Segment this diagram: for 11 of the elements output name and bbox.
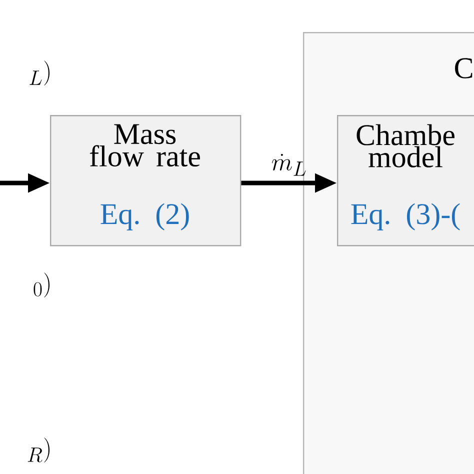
panel-title: C: [455, 58, 472, 78]
box-title: Chambe model: [356, 124, 454, 168]
box-title: Mass flow rate: [90, 124, 200, 167]
equation-reference: Eq. (3)-(: [351, 203, 460, 230]
process-box: [50, 115, 242, 246]
equation-reference: Eq. (2): [100, 203, 189, 230]
variable-label: $_0)$: [34, 272, 50, 298]
edge-label: $\dot{m}_L$: [272, 154, 306, 176]
process-box: [337, 115, 474, 246]
variable-label: $_R)$: [28, 438, 50, 462]
variable-label: $_L)$: [30, 60, 50, 86]
